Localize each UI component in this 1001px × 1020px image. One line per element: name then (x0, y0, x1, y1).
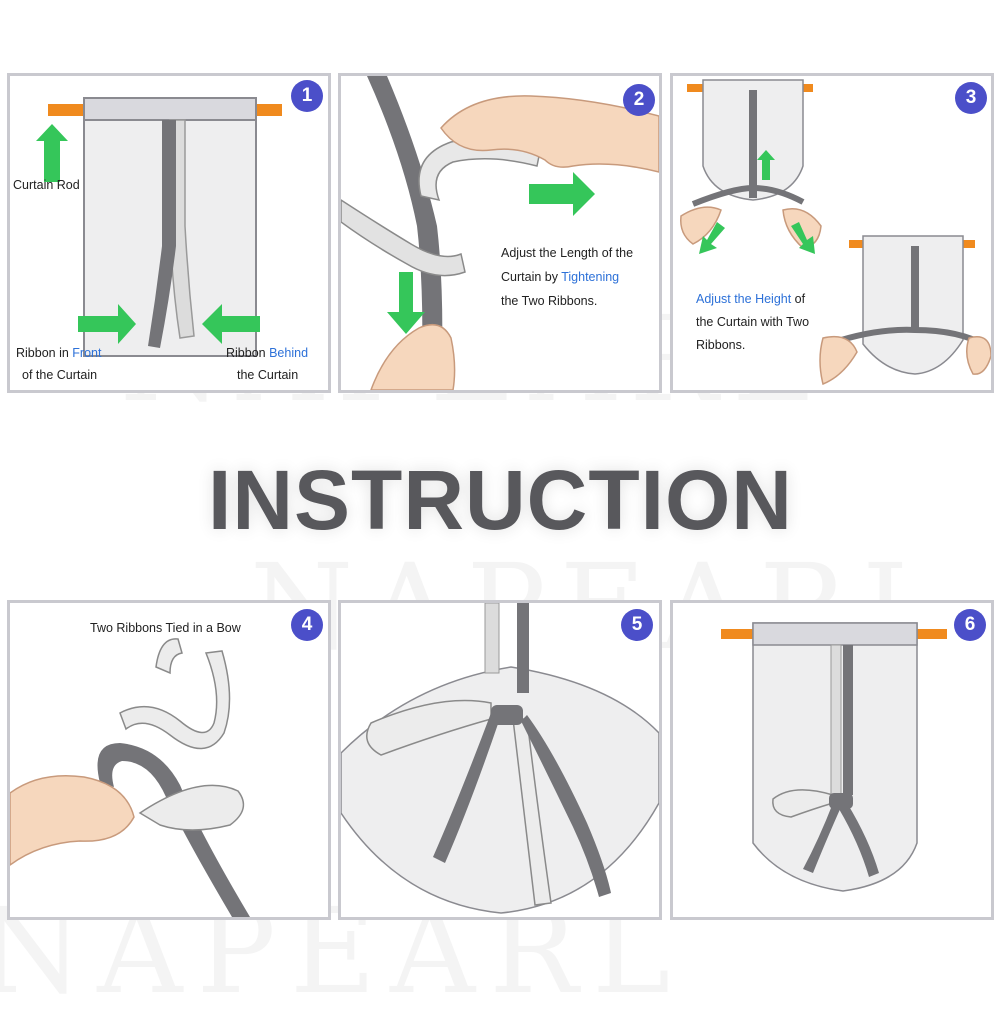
step-3-illustration (680, 79, 991, 386)
ribbon-dark (843, 645, 853, 795)
arrow-down-left-green (699, 222, 725, 254)
arrow-up-green-small (757, 150, 775, 180)
ribbon-light-vertical (484, 603, 500, 674)
label-ribbon-front-2: of the Curtain (22, 368, 98, 382)
ribbon-light-tail (155, 638, 183, 675)
ribbon-dark-loop (97, 743, 250, 917)
step-6-badge: 6 (954, 609, 986, 641)
bow-dark-tail-left (433, 713, 499, 863)
bow-dark-tail-left (803, 803, 841, 873)
upper-ribbon-pull (691, 184, 805, 207)
step-2-illustration (341, 76, 659, 390)
ribbon-dark-vertical (517, 603, 529, 693)
step-1-panel: 1 Curtain Rod Ribbon in Front of the Cur… (7, 73, 331, 393)
step-3-text-3: Ribbons. (696, 338, 746, 352)
curtain-header (83, 97, 257, 121)
upper-ribbon (749, 90, 757, 198)
bow-dark-tail-right (521, 715, 611, 897)
label-ribbon-behind: Ribbon Behind (226, 346, 309, 360)
step-3-text-1: Adjust the Height of (696, 292, 806, 306)
lower-hand-left (819, 335, 858, 386)
arrow-left-green (202, 304, 260, 344)
arrow-down-green (387, 272, 425, 334)
step-5-panel: 5 (338, 600, 662, 920)
lower-ribbon-pull (821, 326, 989, 349)
hand-top (440, 95, 659, 173)
bow-left-loop (366, 699, 492, 756)
upper-hand-left (680, 206, 722, 245)
hand (10, 774, 135, 866)
step-2-badge: 2 (623, 84, 655, 116)
step-3-badge: 3 (955, 82, 987, 114)
arrow-down-right-green (791, 222, 815, 254)
curtain-header (752, 622, 918, 646)
label-ribbon-behind-2: the Curtain (237, 368, 299, 382)
label-ribbon-front: Ribbon in Front (16, 346, 102, 360)
bow-dark-tail-right (839, 803, 879, 877)
step-2-panel: 2 Adjust the Length of the Curtain by Ti… (338, 73, 662, 393)
step-5-illustration (341, 603, 659, 914)
bow-left-loop (772, 789, 834, 818)
step-1-illustration (36, 97, 282, 357)
step-4-badge: 4 (291, 609, 323, 641)
ribbon-light-upper (119, 650, 231, 750)
ribbon-dark-strand (367, 76, 443, 390)
bow-knot (829, 793, 853, 809)
step-2-text-1: Adjust the Length of the (501, 246, 634, 260)
step-4-caption: Two Ribbons Tied in a Bow (90, 621, 241, 635)
step-3-text-2: the Curtain with Two (696, 315, 810, 329)
bow-light-tail (512, 718, 552, 906)
step-2-text-3: the Two Ribbons. (501, 294, 598, 308)
hand-bottom (370, 323, 456, 390)
arrow-up-green (36, 124, 68, 182)
ribbon-light-strand (341, 199, 466, 277)
step-4-panel: 4 Two Ribbons Tied in a Bow (7, 600, 331, 920)
step-3-panel: 3 Adjust the Height of the Curtain with … (670, 73, 994, 393)
arrow-right-green (529, 172, 595, 216)
bow-knot (491, 705, 523, 725)
lower-hand-right (966, 336, 991, 375)
step-6-illustration (721, 622, 947, 892)
step-4-illustration (10, 638, 250, 917)
step-6-panel: 6 (670, 600, 994, 920)
curtain-gathered (341, 666, 659, 914)
step-5-badge: 5 (621, 609, 653, 641)
label-curtain-rod: Curtain Rod (13, 178, 80, 192)
ribbon-front (148, 120, 176, 348)
arrow-right-green (78, 304, 136, 344)
page-title: INSTRUCTION (208, 453, 793, 547)
step-2-text-2: Curtain by Tightening (501, 270, 620, 284)
ribbon-light-right (138, 784, 245, 831)
ribbon-light (830, 644, 842, 796)
lower-ribbon (911, 246, 919, 332)
step-1-badge: 1 (291, 80, 323, 112)
